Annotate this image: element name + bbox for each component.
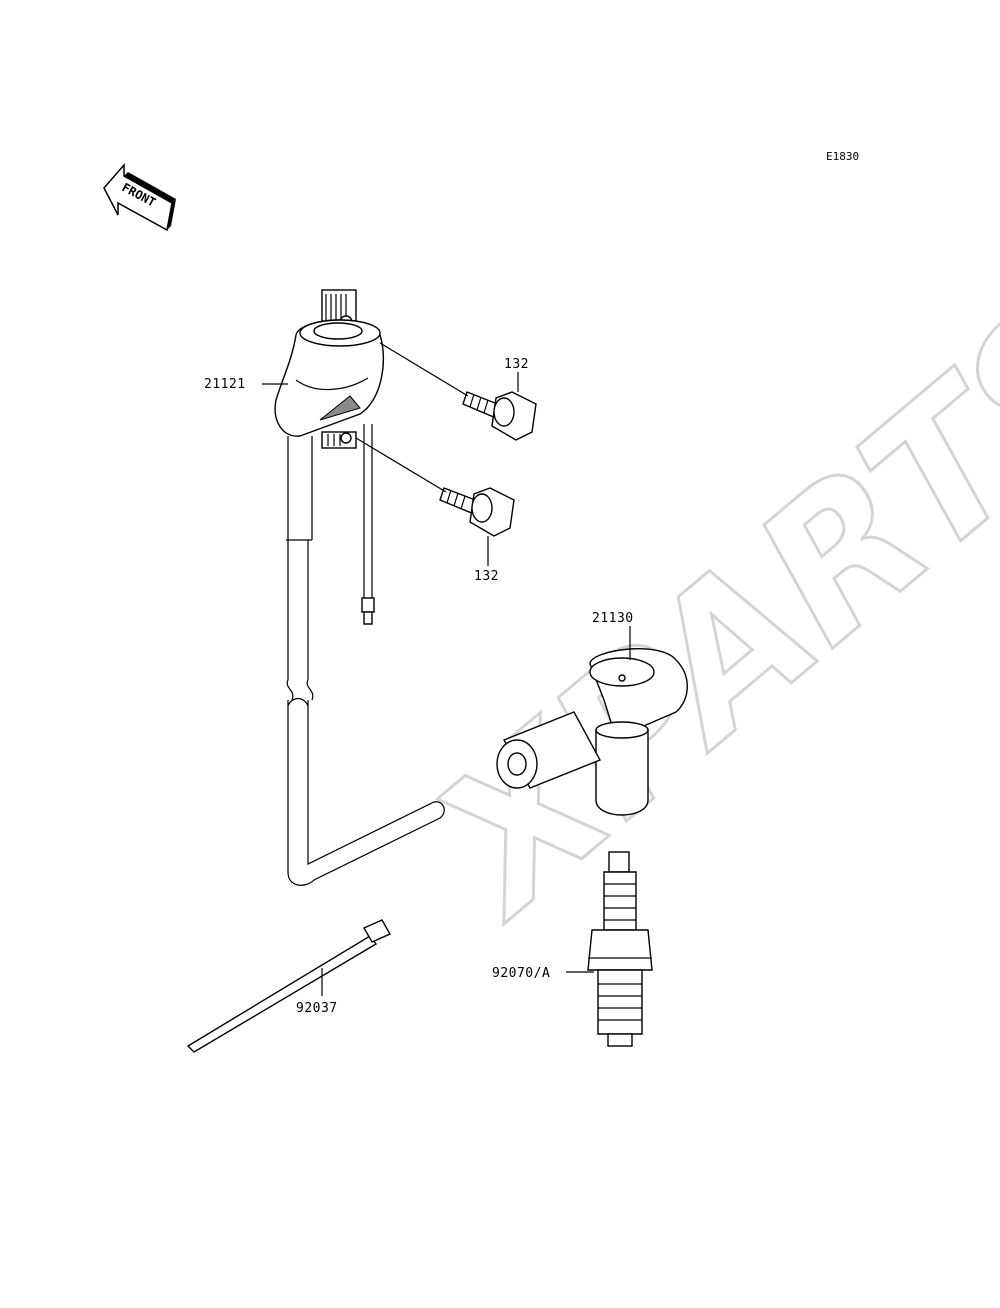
spark-plug-icon xyxy=(587,851,653,1047)
watermark: XPARTS xyxy=(390,256,1000,959)
front-arrow-icon: FRONT xyxy=(103,162,176,232)
callout-92037: 92037 xyxy=(296,1001,338,1016)
bolt-upper-icon xyxy=(462,391,537,441)
callout-132-lower: 132 xyxy=(474,569,499,584)
callout-92070a: 92070/A xyxy=(492,966,550,981)
plug-cap-icon xyxy=(496,648,688,816)
callout-132-upper: 132 xyxy=(504,357,529,372)
bolt-lower-icon xyxy=(439,487,515,537)
callout-21130: 21130 xyxy=(592,611,634,626)
callout-21121: 21121 xyxy=(204,377,246,392)
ignition-coil xyxy=(274,289,445,886)
diagram-code: E1830 xyxy=(826,150,859,163)
cable-tie-icon xyxy=(186,919,391,1053)
